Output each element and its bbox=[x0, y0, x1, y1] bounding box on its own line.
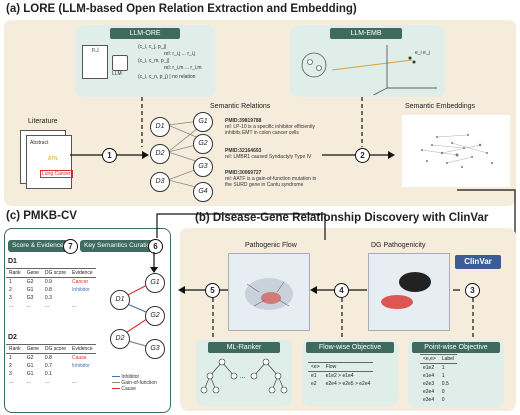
triple-rel-0: rel: r_i,j ... r_i,j bbox=[164, 51, 196, 57]
triple-0: (c_i, c_j, p_j) bbox=[138, 44, 167, 50]
step-7-badge: 7 bbox=[63, 239, 78, 254]
rel-node-d3: D3 bbox=[150, 172, 170, 192]
dash-ore bbox=[141, 97, 143, 147]
pmkb-node-g1: G1 bbox=[145, 273, 165, 293]
pmkb-node-g2: G2 bbox=[145, 306, 165, 326]
pathogenic-flow-label: Pathogenic Flow bbox=[245, 242, 297, 249]
paper-label: p_j bbox=[92, 47, 99, 53]
key-semantics-pill: Key Semantics Curation bbox=[80, 240, 158, 252]
llm-label: LLM bbox=[112, 71, 122, 77]
section-a-title: (a) LORE (LLM-based Open Relation Extrac… bbox=[6, 3, 357, 15]
step-6-badge: 6 bbox=[148, 239, 163, 254]
step-2-badge: 2 bbox=[355, 148, 370, 163]
legend-inhibitor: Inhibitor bbox=[121, 374, 140, 380]
rel-node-d2: D2 bbox=[150, 144, 170, 164]
decision-tree-icon: ... bbox=[200, 358, 288, 394]
rel-node-g4: G4 bbox=[193, 182, 213, 202]
pmkb-d1-label: D1 bbox=[8, 258, 17, 265]
paper-icon bbox=[82, 45, 108, 79]
connector-b-to-c bbox=[156, 213, 326, 240]
snippet-1-pmid: PMID:32164693 bbox=[225, 148, 262, 154]
llm-ore-header: LLM-ORE bbox=[110, 28, 180, 39]
llm-chip-icon bbox=[112, 55, 128, 71]
section-c-title: (c) PMKB-CV bbox=[6, 210, 77, 222]
snippet-2-pmid: PMID:30069727 bbox=[225, 170, 262, 176]
step-1-badge: 1 bbox=[102, 148, 117, 163]
emb-label: e_i e_j bbox=[415, 50, 430, 56]
step-5-badge: 5 bbox=[205, 283, 220, 298]
discovery-arrows bbox=[178, 286, 460, 294]
pathogenic-flow-plot bbox=[228, 253, 310, 331]
semantic-embeddings-label: Semantic Embeddings bbox=[405, 103, 476, 110]
pmkb-panel bbox=[4, 228, 171, 413]
point-objective-header: Point-wise Objective bbox=[412, 342, 500, 353]
step-3-badge: 3 bbox=[465, 283, 480, 298]
triple-rel-1: rel: r_i,m ... r_i,m bbox=[164, 65, 202, 71]
dg-pathogenicity-label: DG Pathogenicity bbox=[371, 242, 426, 249]
snippet-1: PMID:32164693 rel: LMBR1 caused Syndacty… bbox=[225, 148, 320, 160]
abstract-tag-0: ATN bbox=[48, 156, 58, 162]
snippet-0-pmid: PMID:39819788 bbox=[225, 118, 262, 124]
step-4-badge: 4 bbox=[334, 283, 349, 298]
rel-node-g1: G1 bbox=[193, 112, 213, 132]
abstract-tag-1: Lung Cancer bbox=[40, 170, 73, 178]
rel-node-d1: D1 bbox=[150, 117, 170, 137]
score-evidence-pill: Score & Evidence bbox=[8, 240, 68, 252]
pmkb-node-d2: D2 bbox=[110, 329, 130, 349]
rel-node-g2: G2 bbox=[193, 134, 213, 154]
embedding-scatter bbox=[402, 115, 510, 187]
dash-emb bbox=[361, 97, 363, 147]
pmkb-d2-label: D2 bbox=[8, 334, 17, 341]
dg-pathogenicity-plot bbox=[368, 253, 450, 331]
arrow-step6-down bbox=[150, 252, 158, 273]
literature-doc-front bbox=[26, 135, 72, 189]
ml-ranker-header: ML-Ranker bbox=[208, 342, 280, 353]
snippet-0-text: rel: LP-10 is a specific inhibitor effic… bbox=[225, 124, 315, 136]
triple-1: (c_i, c_m, p_j) bbox=[138, 58, 170, 64]
pmkb-node-d1: D1 bbox=[110, 290, 130, 310]
llm-emb-header: LLM-EMB bbox=[330, 28, 402, 39]
snippet-0: PMID:39819788 rel: LP-10 is a specific i… bbox=[225, 118, 320, 136]
clinvar-logo: ClinVar bbox=[455, 255, 501, 269]
flow-objective-header: Flow-wise Objective bbox=[306, 342, 394, 353]
svg-text:...: ... bbox=[240, 374, 245, 380]
discovery-dashes bbox=[212, 298, 474, 340]
abstract-label: Abstract bbox=[30, 140, 49, 146]
legend-cause: Cause bbox=[121, 386, 136, 392]
pmkb-legend: Inhibitor Gain-of-function Cause bbox=[112, 374, 157, 392]
pmkb-node-g3: G3 bbox=[145, 339, 165, 359]
legend-gain: Gain-of-function bbox=[121, 380, 157, 386]
embedding-diagram bbox=[301, 45, 437, 95]
section-b-title: (b) Disease-Gene Relationship Discovery … bbox=[195, 212, 489, 224]
literature-label: Literature bbox=[28, 118, 58, 125]
rel-node-g3: G3 bbox=[193, 157, 213, 177]
snippet-2-text: rel: AATF is a gain-of-function mutation… bbox=[225, 176, 317, 188]
snippet-1-text: rel: LMBR1 caused Syndactyly Type IV bbox=[225, 154, 312, 160]
semantic-relations-label: Semantic Relations bbox=[210, 103, 271, 110]
snippet-2: PMID:30069727 rel: AATF is a gain-of-fun… bbox=[225, 170, 320, 188]
triple-2: (c_i, c_n, p_j) | no relation bbox=[138, 74, 196, 80]
